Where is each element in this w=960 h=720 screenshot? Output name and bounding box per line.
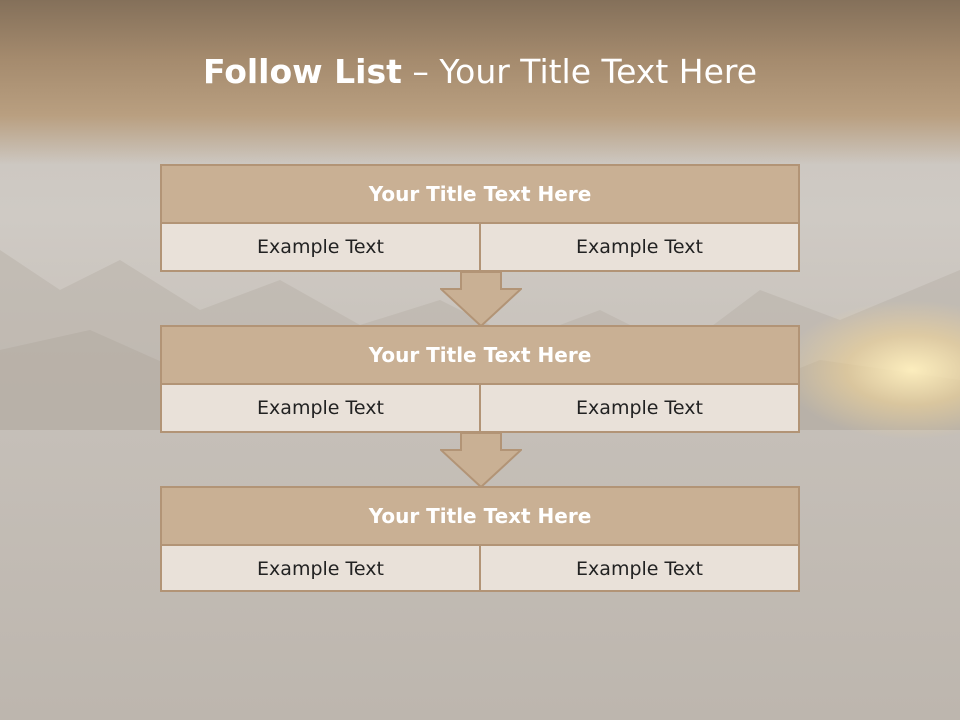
slide-title-bold: Follow List — [202, 52, 402, 91]
step-title-1: Your Title Text Here — [162, 166, 798, 224]
title-band — [0, 0, 960, 165]
step-1-left-text: Example Text — [257, 236, 384, 258]
step-row-1: Example Text Example Text — [162, 224, 798, 270]
step-3-left-text: Example Text — [257, 558, 384, 580]
step-row-2: Example Text Example Text — [162, 385, 798, 431]
step-row-3: Example Text Example Text — [162, 546, 798, 592]
step-box-1: Your Title Text Here Example Text Exampl… — [160, 164, 800, 272]
step-title-3: Your Title Text Here — [162, 488, 798, 546]
down-arrow-icon — [440, 432, 522, 488]
step-1-right-text: Example Text — [479, 224, 798, 270]
step-2-left-text: Example Text — [257, 397, 384, 419]
slide-title: Follow List – Your Title Text Here — [0, 52, 960, 91]
step-box-2: Your Title Text Here Example Text Exampl… — [160, 325, 800, 433]
step-box-3: Your Title Text Here Example Text Exampl… — [160, 486, 800, 592]
step-title-2: Your Title Text Here — [162, 327, 798, 385]
tent-light — [780, 300, 960, 440]
step-2-right-text: Example Text — [479, 385, 798, 431]
slide-title-rest: – Your Title Text Here — [401, 52, 758, 91]
step-3-right-text: Example Text — [479, 546, 798, 592]
down-arrow-icon — [440, 271, 522, 327]
